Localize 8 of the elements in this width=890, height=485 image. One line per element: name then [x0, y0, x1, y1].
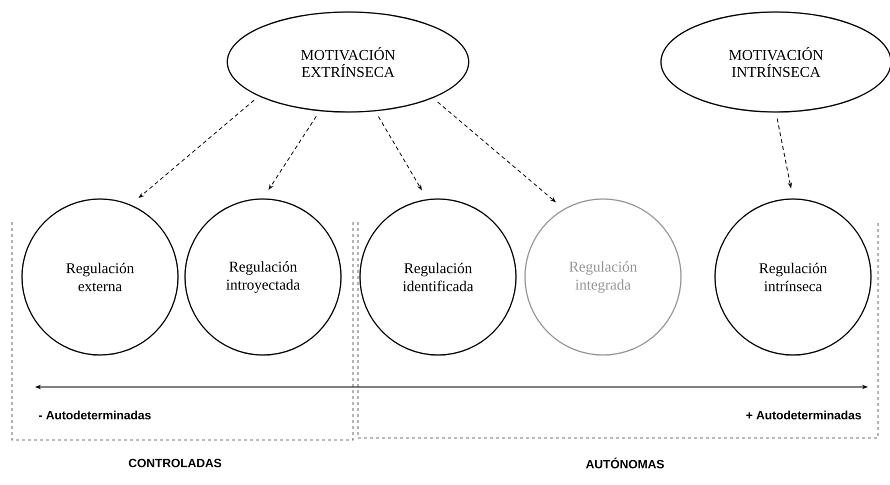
axis-label: - Autodeterminadas — [39, 410, 151, 420]
circle-node: Regulación integrada — [524, 198, 682, 356]
circle-node: Regulación identificada — [359, 198, 517, 356]
circle-node: Regulación introyectada — [184, 198, 342, 356]
circle-node: Regulación externa — [21, 198, 179, 356]
circle-node: Regulación intrínseca — [714, 198, 872, 356]
axis-label: + Autodeterminadas — [746, 410, 861, 420]
ellipse-node: MOTIVACIÓN EXTRÍNSECA — [226, 11, 470, 113]
